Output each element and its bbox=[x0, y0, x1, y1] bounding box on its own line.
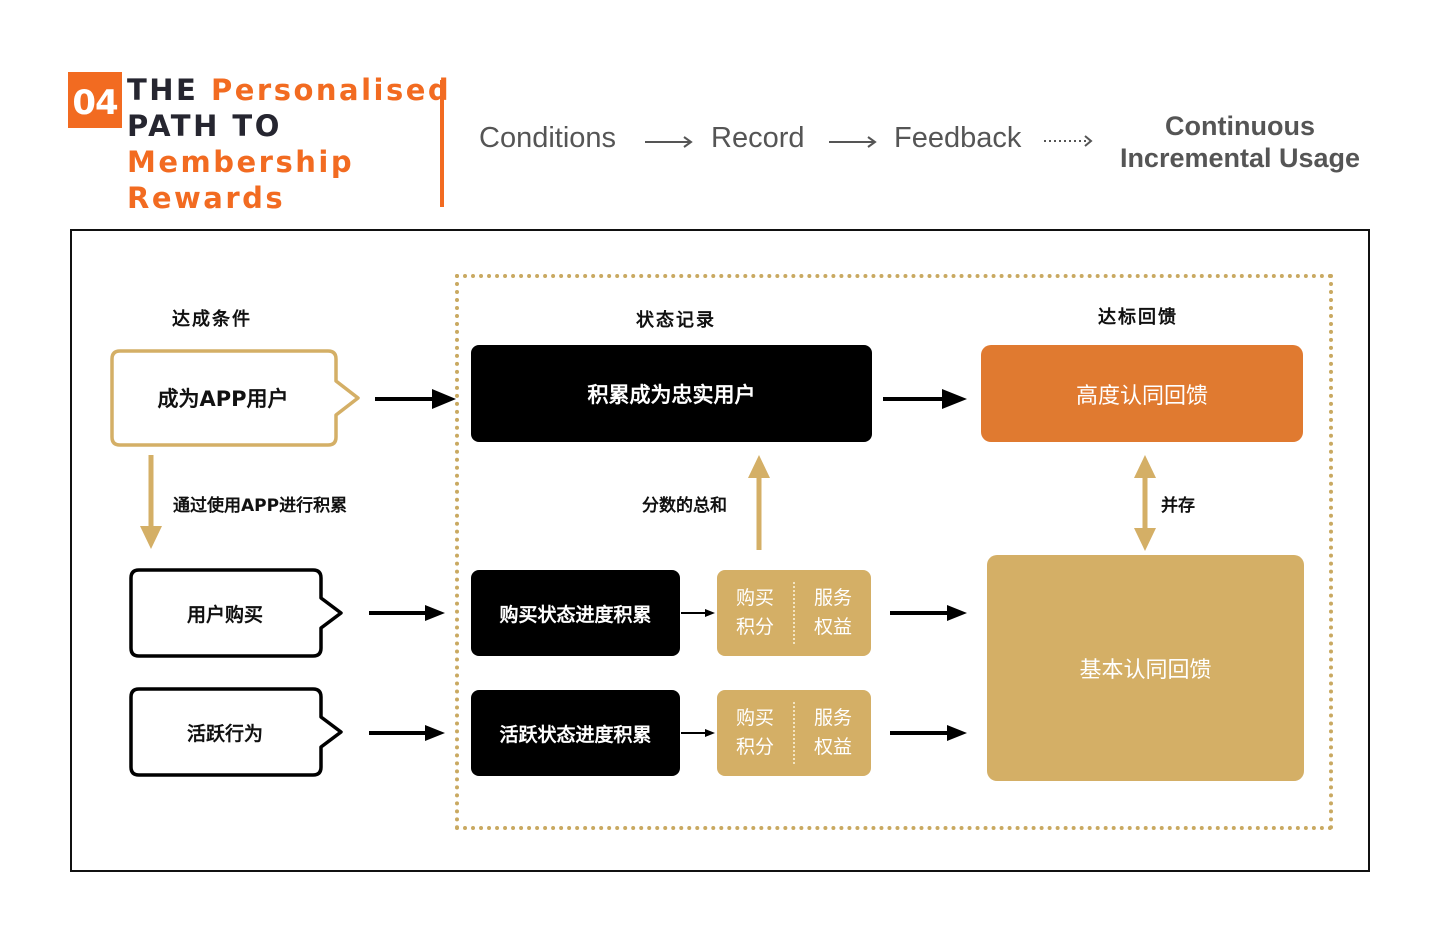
flow-arrow-icon bbox=[645, 136, 693, 148]
accumulate-note: 通过使用APP进行积累 bbox=[173, 496, 348, 516]
flow-arrow-icon bbox=[829, 136, 877, 148]
benefits-label-line2: 权益 bbox=[813, 616, 852, 638]
high-recognition-feedback-box: 高度认同回馈 bbox=[981, 345, 1303, 442]
column-label-conditions: 达成条件 bbox=[172, 309, 252, 330]
activity-points-box: 购买 积分 服务 权益 bbox=[717, 690, 871, 776]
loyal-user-box: 积累成为忠实用户 bbox=[471, 345, 872, 442]
flow-step-conditions: Conditions bbox=[479, 122, 617, 154]
points-label-line2: 积分 bbox=[735, 616, 774, 638]
dotted-separator bbox=[793, 582, 795, 644]
benefits-label-line2: 权益 bbox=[813, 736, 852, 758]
title-the: THE bbox=[127, 73, 199, 107]
dotted-separator bbox=[793, 702, 795, 764]
sum-note: 分数的总和 bbox=[642, 496, 727, 516]
benefits-column: 服务 权益 bbox=[795, 690, 871, 776]
condition-activity-text: 活跃行为 bbox=[186, 722, 263, 745]
title-line-1: THE Personalised bbox=[127, 72, 451, 108]
condition-user-purchase: 用户购买 bbox=[129, 568, 345, 658]
points-label-line2: 积分 bbox=[735, 736, 774, 758]
purchase-progress-box: 购买状态进度积累 bbox=[471, 570, 680, 656]
record-feedback-dotted-region bbox=[455, 274, 1333, 830]
condition-purchase-text: 用户购买 bbox=[186, 603, 263, 626]
condition-become-app-user: 成为APP用户 bbox=[110, 349, 362, 447]
column-label-record: 状态记录 bbox=[636, 310, 716, 331]
callout-shape bbox=[110, 349, 360, 447]
condition-main-text: 成为APP用户 bbox=[157, 387, 289, 411]
flow-step-record: Record bbox=[711, 122, 805, 154]
points-column: 购买 积分 bbox=[717, 690, 793, 776]
title-personalised: Personalised bbox=[210, 73, 452, 107]
header-divider bbox=[440, 80, 444, 207]
flow-final-goal: Continuous Incremental Usage bbox=[1100, 110, 1380, 174]
purchase-points-box: 购买 积分 服务 权益 bbox=[717, 570, 871, 656]
flow-final-line-1: Continuous bbox=[1165, 111, 1315, 141]
diagram-frame bbox=[70, 229, 1370, 872]
column-label-feedback: 达标回馈 bbox=[1098, 307, 1178, 328]
points-column: 购买 积分 bbox=[717, 570, 793, 656]
flow-final-line-2: Incremental Usage bbox=[1119, 143, 1361, 173]
benefits-column: 服务 权益 bbox=[795, 570, 871, 656]
title-line-3: Membership bbox=[127, 145, 355, 179]
flow-step-feedback: Feedback bbox=[894, 122, 1022, 154]
dotted-flow-arrow-icon bbox=[1044, 135, 1093, 147]
points-label-line1: 购买 bbox=[735, 707, 774, 729]
title-line-4: Rewards bbox=[127, 181, 286, 215]
activity-progress-box: 活跃状态进度积累 bbox=[471, 690, 680, 776]
section-number-badge: 04 bbox=[68, 72, 122, 128]
callout-shape bbox=[129, 687, 343, 777]
title-line-2: PATH TO bbox=[127, 109, 282, 143]
coexist-note: 并存 bbox=[1161, 496, 1195, 516]
basic-recognition-feedback-box: 基本认同回馈 bbox=[987, 555, 1304, 781]
condition-active-behavior: 活跃行为 bbox=[129, 687, 345, 777]
points-label-line1: 购买 bbox=[735, 587, 774, 609]
callout-shape bbox=[129, 568, 343, 658]
benefits-label-line1: 服务 bbox=[813, 707, 852, 729]
benefits-label-line1: 服务 bbox=[813, 587, 852, 609]
